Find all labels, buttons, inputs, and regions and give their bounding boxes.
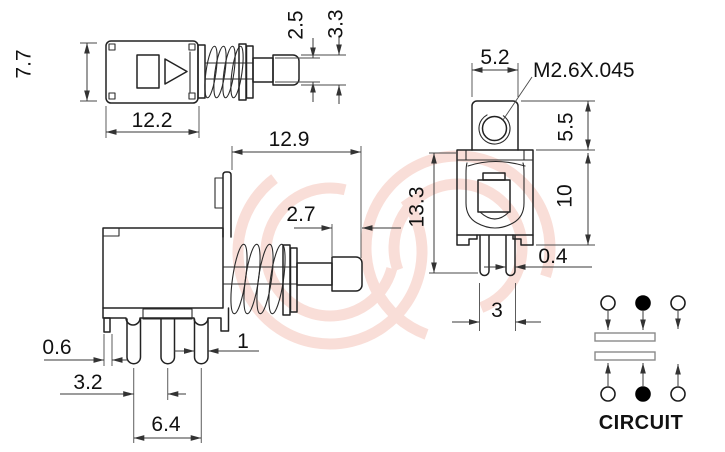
mounting-bracket-edge xyxy=(222,171,232,238)
plunger-dome xyxy=(479,211,510,220)
screw-hole xyxy=(481,115,508,142)
leader-line xyxy=(502,76,533,121)
dim-label-side-foot-width: 0.6 xyxy=(42,336,71,359)
dim-label-side-edge-to-pin: 3.2 xyxy=(73,371,102,394)
dim-label-side-button-length: 2.7 xyxy=(286,203,315,226)
plunger-nub xyxy=(482,172,506,181)
body-window xyxy=(136,54,160,89)
terminal-pin xyxy=(479,235,490,277)
dim-label-front-tab-width: 5.2 xyxy=(480,46,509,69)
dim-label-side-pin-width: 1 xyxy=(237,330,249,353)
terminal-pin xyxy=(505,235,516,277)
dim-label-front-overall-height: 13.3 xyxy=(406,187,429,228)
dim-label-front-pin-thickness: 0.4 xyxy=(538,245,568,268)
mounting-foot xyxy=(456,234,478,246)
corner-mark xyxy=(188,43,196,51)
housing-top-arc xyxy=(467,160,526,167)
terminal-filled xyxy=(635,295,651,311)
spring xyxy=(230,243,286,315)
circuit-diagram: CIRCUIT xyxy=(594,295,686,434)
dim-label-top-button-diameter: 3.3 xyxy=(325,9,348,38)
terminal-pin xyxy=(160,318,176,365)
washer xyxy=(245,45,254,99)
switch-body-outline xyxy=(105,40,199,104)
mounting-foot xyxy=(512,234,534,246)
top-view: 7.7 12.2 2.5 3.3 xyxy=(13,9,348,138)
terminal-open xyxy=(670,295,686,311)
dim-label-front-tab-height: 5.5 xyxy=(555,112,578,141)
dim-label-top-body-width: 12.2 xyxy=(132,109,173,132)
body-top-step xyxy=(102,227,120,237)
dim-label-front-pin-pitch: 3 xyxy=(491,299,503,322)
bracket-step xyxy=(214,177,224,209)
terminal-open xyxy=(670,386,686,402)
watermark-ring xyxy=(232,154,428,350)
switch-body-outline xyxy=(456,149,534,236)
plunger-shaft xyxy=(296,262,333,286)
contact-bar xyxy=(594,351,656,361)
dim-label-top-body-height: 7.7 xyxy=(13,49,36,78)
housing-inner-outline xyxy=(465,162,525,229)
plunger-shaft xyxy=(252,57,274,83)
corner-mark xyxy=(108,43,116,51)
terminal-open xyxy=(600,386,616,402)
plunger-button xyxy=(331,256,363,292)
spring xyxy=(204,45,244,99)
dim-label-side-pin-span: 6.4 xyxy=(151,413,181,436)
latch-triangle xyxy=(164,58,188,85)
base-center-boss xyxy=(142,308,193,320)
circuit-label: CIRCUIT xyxy=(599,412,684,434)
terminal-open xyxy=(600,295,616,311)
plunger-body xyxy=(477,179,511,213)
dim-label-side-protrusion-length: 12.9 xyxy=(269,128,310,151)
bracket-edge xyxy=(197,44,206,99)
mounting-peg xyxy=(103,317,111,333)
terminal-pin xyxy=(193,318,209,365)
corner-mark xyxy=(188,92,196,100)
contact-bar xyxy=(594,332,656,342)
thread-circle xyxy=(478,112,511,145)
side-view: 12.9 2.7 0.6 3.2 6.4 1 xyxy=(42,128,401,443)
terminal-pin xyxy=(126,318,142,365)
corner-mark xyxy=(108,92,116,100)
switch-body-outline xyxy=(102,227,224,309)
mounting-tab xyxy=(471,100,519,151)
plunger-button xyxy=(272,54,300,86)
thread-callout: M2.6X.045 xyxy=(533,59,635,82)
terminal-filled xyxy=(635,386,651,402)
dim-label-top-shaft-diameter: 2.5 xyxy=(285,10,308,39)
front-view: M2.6X.045 5.2 5.5 10 13.3 0.4 xyxy=(406,46,635,331)
watermark-logo xyxy=(232,150,556,350)
dim-label-front-body-height: 10 xyxy=(554,184,577,207)
